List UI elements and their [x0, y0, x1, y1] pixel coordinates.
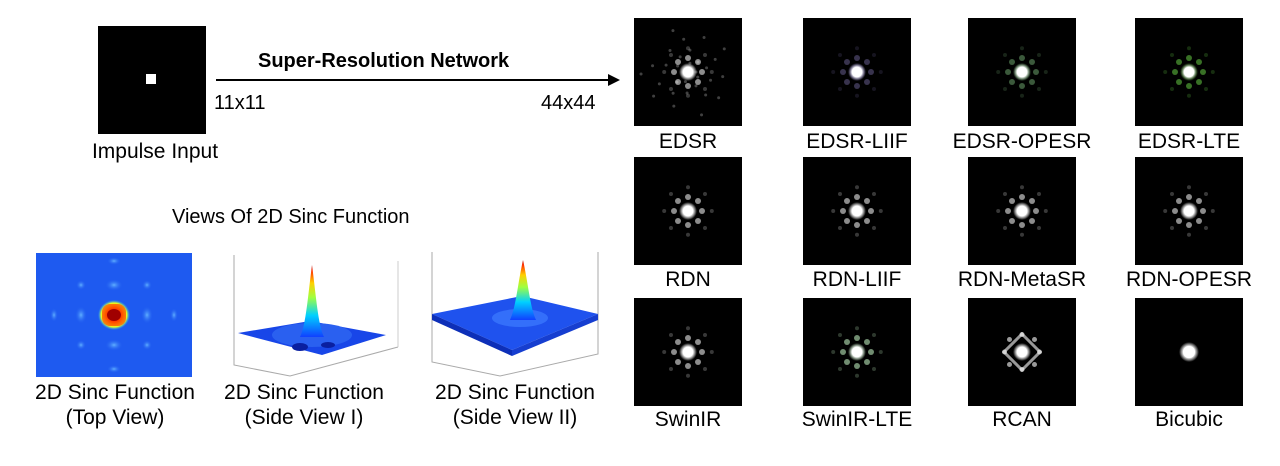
result-label: EDSR-OPESR [952, 130, 1092, 153]
sinc-side-view-2-caption-line1: 2D Sinc Function [435, 381, 595, 404]
sinc-side-view-1-caption-line1: 2D Sinc Function [224, 381, 384, 404]
network-label: Super-Resolution Network [258, 50, 510, 72]
result-label: RDN [665, 268, 711, 291]
sinc-side-view-1-image [230, 255, 400, 377]
result-label: RDN-LIIF [812, 268, 902, 291]
result-image-edsr-liif [803, 18, 911, 126]
result-label: RDN-MetaSR [957, 268, 1087, 291]
sinc-top-view-image [36, 253, 192, 377]
sinc-section-title: Views Of 2D Sinc Function [172, 206, 410, 228]
result-image-edsr [634, 18, 742, 126]
sinc-side-view-2-image [430, 252, 600, 377]
impulse-input-image [98, 26, 206, 134]
result-image-edsr-lte [1135, 18, 1243, 126]
result-image-rdn-metasr [968, 157, 1076, 265]
result-image-rcan [968, 298, 1076, 406]
result-label: SwinIR [654, 408, 722, 431]
result-image-edsr-opesr [968, 18, 1076, 126]
result-label: RDN-OPESR [1125, 268, 1252, 291]
result-image-rdn [634, 157, 742, 265]
result-image-swinir-lte [803, 298, 911, 406]
result-image-bicubic [1135, 298, 1243, 406]
result-label: EDSR [658, 130, 718, 153]
result-label: SwinIR-LTE [801, 408, 913, 431]
result-image-swinir [634, 298, 742, 406]
sinc-side-view-2-caption-line2: (Side View II) [452, 406, 578, 429]
result-label: EDSR-LIIF [806, 130, 908, 153]
sinc-top-view-caption-line1: 2D Sinc Function [35, 381, 195, 404]
result-label: RCAN [992, 408, 1052, 431]
result-label: EDSR-LTE [1137, 130, 1241, 153]
impulse-input-label: Impulse Input [91, 140, 219, 163]
result-image-rdn-liif [803, 157, 911, 265]
result-label: Bicubic [1155, 408, 1223, 431]
impulse-pixel [146, 74, 156, 84]
sinc-side-view-1-caption-line2: (Side View I) [244, 406, 364, 429]
output-size-label: 44x44 [541, 92, 596, 114]
sinc-top-view-caption-line2: (Top View) [65, 406, 165, 429]
network-arrow [216, 74, 620, 86]
result-image-rdn-opesr [1135, 157, 1243, 265]
input-size-label: 11x11 [214, 92, 266, 114]
